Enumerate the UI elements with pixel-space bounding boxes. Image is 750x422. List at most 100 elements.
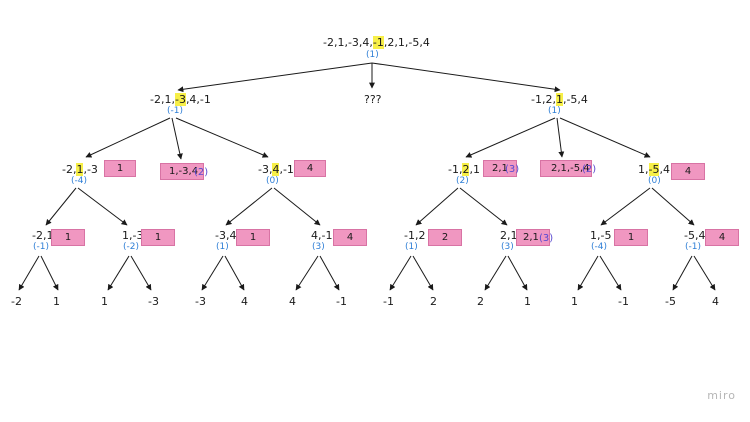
- leaf-value: 4: [712, 295, 719, 308]
- l1-right-post: ,-5,4: [562, 93, 588, 106]
- tree-edge-arrow: [45, 187, 77, 226]
- tree-edge-arrow: [171, 117, 183, 160]
- tree-edge-arrow: [107, 255, 130, 291]
- l2-d-sub: (3): [505, 164, 520, 175]
- l2-d-pivot: 2: [462, 163, 470, 176]
- l3-result-box: 1: [51, 229, 85, 246]
- leaf-value: -3: [195, 295, 206, 308]
- l2-e-sub: (2): [582, 164, 597, 175]
- l3-index: (-1): [685, 242, 701, 252]
- l3-result: 1: [64, 232, 72, 243]
- l3-result-box: 4: [333, 229, 367, 246]
- root-node: -2,1,-3,4,-1,2,1,-5,4: [323, 36, 430, 49]
- l2-a-pre: -2,: [62, 163, 77, 176]
- l3-result: 4: [346, 232, 354, 243]
- tree-edge-arrow: [130, 255, 152, 291]
- l1-left-pre: -2,1,: [150, 93, 175, 106]
- l2-c-index: (0): [266, 176, 279, 186]
- l2-f-pivot: -5: [648, 163, 660, 176]
- l2-d-result: 2,1: [492, 163, 508, 174]
- tree-edge-arrow: [225, 187, 273, 226]
- leaf-value: 1: [571, 295, 578, 308]
- l2-c-node: -3,4,-1: [258, 163, 294, 176]
- tree-edge-arrow: [85, 117, 171, 158]
- l3-result-box: 2: [428, 229, 462, 246]
- l2-f-index: (0): [648, 176, 661, 186]
- tree-edge-arrow: [600, 187, 651, 226]
- l2-a-result-box: 1: [104, 160, 136, 177]
- leaf-value: -1: [336, 295, 347, 308]
- tree-edge-arrow: [177, 62, 373, 93]
- l3-node: 1,-3: [122, 229, 144, 242]
- l2-b-result: 1,-3,4: [169, 166, 199, 177]
- tree-edge-arrow: [77, 187, 128, 226]
- l2-c-pivot: 4: [272, 163, 280, 176]
- tree-edge-arrow: [507, 255, 528, 291]
- l3-index: (-2): [123, 242, 139, 252]
- tree-edge-arrow: [412, 255, 434, 291]
- l2-c-post: ,-1: [279, 163, 294, 176]
- l1-left-post: ,4,-1: [185, 93, 211, 106]
- tree-edge-arrow: [484, 255, 507, 291]
- tree-edge-arrow: [651, 187, 695, 226]
- l2-e-result: 2,1,-5,4: [551, 163, 590, 174]
- l3-node: -3,4: [215, 229, 237, 242]
- l3-index: (-4): [591, 242, 607, 252]
- leaf-value: 2: [477, 295, 484, 308]
- leaf-value: -3: [148, 295, 159, 308]
- l1-left-pivot: -3: [174, 93, 186, 106]
- root-index: (1): [366, 50, 379, 60]
- l2-c-pre: -3,: [258, 163, 273, 176]
- l2-c-result: 4: [306, 163, 314, 174]
- l3-index: (1): [405, 242, 418, 252]
- leaf-value: 2: [430, 295, 437, 308]
- leaf-value: -1: [383, 295, 394, 308]
- tree-edge-arrow: [224, 255, 245, 291]
- l1-right-pivot: 1: [555, 93, 563, 106]
- tree-edge-arrow: [273, 187, 321, 226]
- tree-edge-arrow: [599, 255, 622, 291]
- tree-edge-arrow: [319, 255, 340, 291]
- tree-edge-arrow: [559, 117, 651, 158]
- l2-b-result-box: 1,-3,4(2): [160, 163, 208, 180]
- l2-f-post: ,4: [659, 163, 670, 176]
- tree-edge-arrow: [18, 255, 40, 291]
- l2-f-result-box: 4: [671, 163, 705, 180]
- l3-result: 4: [718, 232, 726, 243]
- leaf-value: -1: [618, 295, 629, 308]
- l3-node: 1,-5: [590, 229, 612, 242]
- leaf-value: 1: [53, 295, 60, 308]
- l3-index: (3): [312, 242, 325, 252]
- root-array-pre: -2,1,-3,4,: [323, 36, 373, 49]
- l2-a-pivot: 1: [76, 163, 84, 176]
- tree-edge-arrow: [415, 187, 459, 226]
- l1-right-pre: -1,2,: [531, 93, 556, 106]
- l3-index: (-1): [33, 242, 49, 252]
- l1-right-node: -1,2,1,-5,4: [531, 93, 588, 106]
- l3-node: -1,2: [404, 229, 426, 242]
- tree-edge-arrow: [672, 255, 693, 291]
- tree-edge-arrow: [371, 62, 561, 93]
- middle-unknown-label: ???: [364, 93, 382, 106]
- l3-node: 4,-1: [311, 229, 333, 242]
- l3-result: 1: [249, 232, 257, 243]
- l1-left-index: (-1): [167, 106, 183, 116]
- l2-a-result: 1: [116, 163, 124, 174]
- l2-d-post: ,1: [469, 163, 480, 176]
- leaf-value: 1: [101, 295, 108, 308]
- l3-result-box: 1: [614, 229, 648, 246]
- l2-d-result-box: 2,1(3): [483, 160, 520, 177]
- l3-result: 2,1: [523, 232, 539, 243]
- root-array-post: ,2,1,-5,4: [383, 36, 430, 49]
- leaf-value: 1: [524, 295, 531, 308]
- miro-watermark: miro: [707, 389, 736, 402]
- tree-edge-arrow: [40, 255, 59, 291]
- l2-d-index: (2): [456, 176, 469, 186]
- tree-edge-arrow: [459, 187, 508, 226]
- leaf-value: 4: [289, 295, 296, 308]
- l3-index: (3): [501, 242, 514, 252]
- tree-edge-arrow: [175, 117, 269, 158]
- l2-d-pre: -1,: [448, 163, 463, 176]
